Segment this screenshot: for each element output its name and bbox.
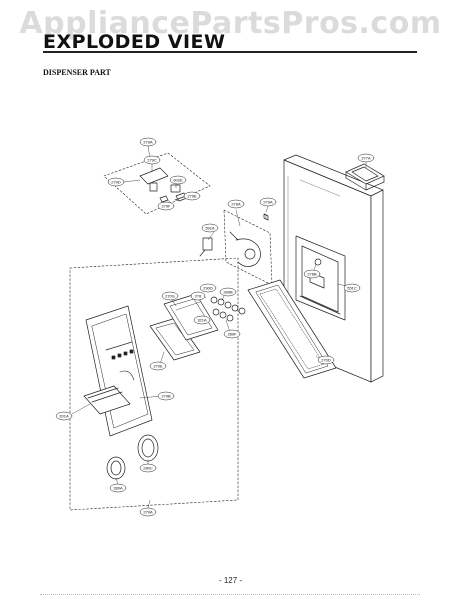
callout-label-279a-b: 279A <box>263 200 273 205</box>
callout-bubbles: 279A 279C 279D 602E 279E 279F 277A 276A … <box>55 137 375 517</box>
callout-280b: 280B <box>219 287 237 297</box>
callout-label-277a: 277A <box>361 156 371 161</box>
callout-279d: 279D <box>107 177 125 187</box>
display-frame <box>149 317 201 361</box>
callout-label-270d: 270D <box>321 358 331 363</box>
callout-321a: 321A <box>193 315 211 325</box>
callout-label-270e: 270E <box>153 364 163 369</box>
callout-591a: 591A <box>201 223 219 233</box>
callout-280f: 280F <box>223 329 241 339</box>
callout-290d: 290D <box>199 283 217 293</box>
callout-276b: 276B <box>303 269 321 279</box>
callout-label-602e: 602E <box>173 178 183 183</box>
callout-label-278: 278 <box>195 294 202 299</box>
ice-chute-cap <box>345 163 385 191</box>
callout-270d: 270D <box>317 355 335 365</box>
callout-270g: 270G <box>161 291 179 301</box>
callout-276a: 276A <box>227 199 245 209</box>
callout-279a-b: 279A <box>259 197 277 207</box>
callout-279e: 279E <box>183 191 201 201</box>
page-number: - 127 - <box>218 576 243 585</box>
callout-label-276a: 276A <box>231 202 241 207</box>
callout-270a: 270A <box>139 507 157 517</box>
callout-label-321a: 321A <box>197 318 207 323</box>
callout-label-290d: 290D <box>203 286 213 291</box>
callout-label-280a: 280A <box>113 486 123 491</box>
round-cap-large <box>137 434 159 462</box>
callout-279b: 279B <box>157 391 175 401</box>
callout-label-280b: 280B <box>223 290 233 295</box>
callout-280c: 280C <box>139 463 157 473</box>
callout-label-276b: 276B <box>307 272 317 277</box>
dispenser-front-frame <box>69 257 239 511</box>
callout-label-279b: 279B <box>161 394 171 399</box>
callout-551c: 551C <box>343 283 361 293</box>
callout-label-201a: 201A <box>59 414 69 419</box>
callout-label-280f: 280F <box>227 332 237 337</box>
page-title: EXPLODED VIEW <box>43 31 226 53</box>
callout-label-279e: 279E <box>187 194 197 199</box>
callout-201a: 201A <box>55 411 73 421</box>
callout-279c: 279C <box>143 155 161 165</box>
watermark-text: AppliancePartsPros.com <box>19 6 442 41</box>
callout-label-279d: 279D <box>111 180 121 185</box>
callout-label-279f: 279F <box>161 204 171 209</box>
callout-270e: 270E <box>149 361 167 371</box>
callout-label-279c: 279C <box>147 158 157 163</box>
callout-label-270a: 270A <box>143 510 153 515</box>
footer-dotted-line <box>40 594 420 595</box>
title-rule <box>43 51 417 53</box>
motor-assembly-group <box>199 209 273 286</box>
callout-label-279a: 279A <box>143 140 153 145</box>
dispenser-gasket <box>247 279 337 379</box>
section-title: DISPENSER PART <box>43 68 111 77</box>
callout-279a: 279A <box>139 137 157 147</box>
callout-279f: 279F <box>157 201 175 211</box>
callout-278: 278 <box>190 291 206 301</box>
dispenser-cover-panel <box>83 305 153 437</box>
callout-label-551c: 551C <box>347 286 357 291</box>
callout-label-280c: 280C <box>143 466 153 471</box>
callout-602e: 602E <box>169 175 187 185</box>
button-strip <box>210 296 246 322</box>
callout-label-270g: 270G <box>165 294 175 299</box>
callout-label-591a: 591A <box>205 226 215 231</box>
display-board <box>163 293 219 341</box>
callout-280a: 280A <box>109 483 127 493</box>
round-cap-small <box>106 456 126 480</box>
callout-277a: 277A <box>357 153 375 163</box>
